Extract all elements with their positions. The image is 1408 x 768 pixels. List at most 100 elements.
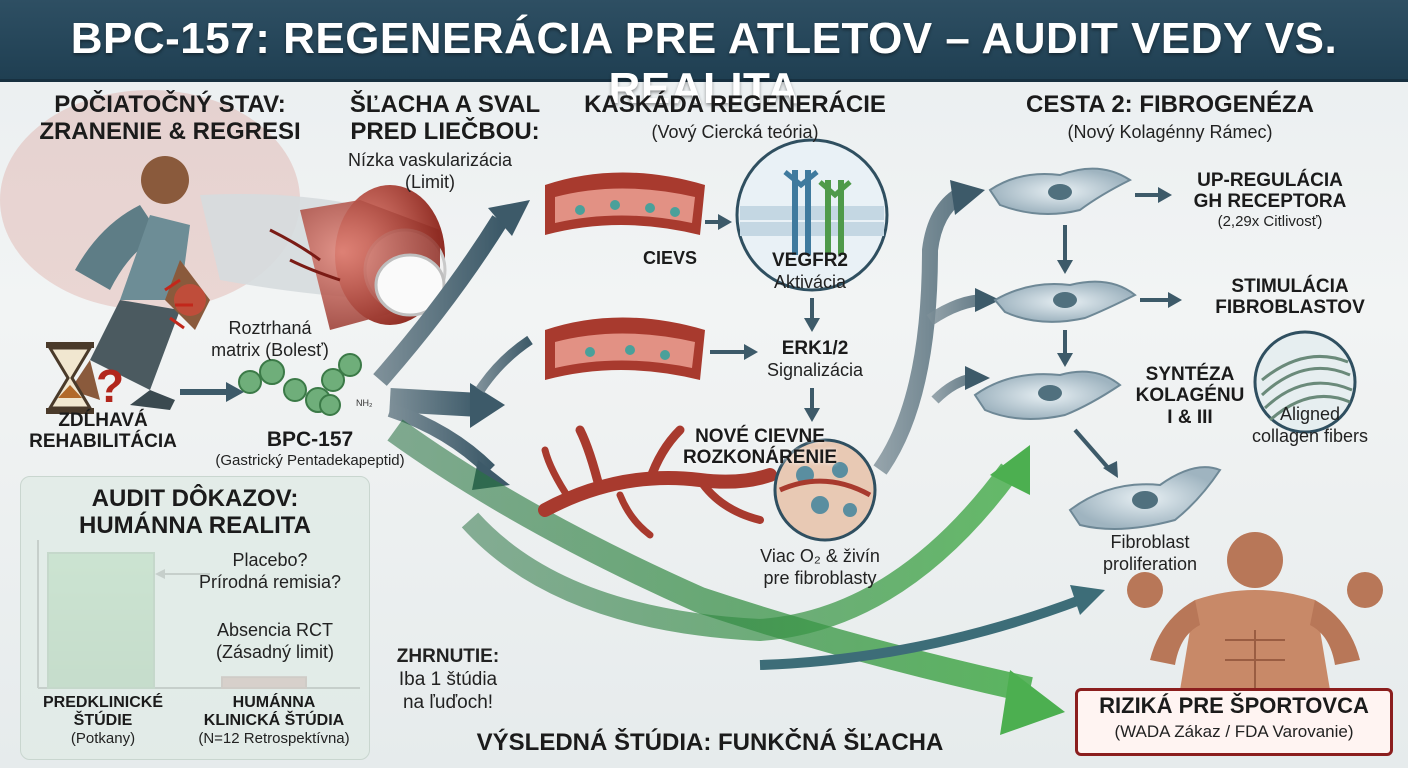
tendon-vascular-note: Nízka vaskularizácia (Limit)	[330, 150, 530, 193]
result-label: VÝSLEDNÁ ŠTÚDIA: FUNKČNÁ ŠĽACHA	[476, 729, 944, 756]
placebo-line-1: Placebo?	[232, 550, 308, 570]
torn-matrix-label: Roztrhaná matrix (Bolesť)	[180, 318, 360, 361]
aligned-fibers-label: Aligned collagen fibers	[1225, 404, 1395, 447]
up-line-3: (2,29x Citlivosť)	[1217, 212, 1323, 230]
cascade-subheading: (Vový Ciercká teória)	[651, 122, 819, 142]
fibroblast-cell-3	[973, 370, 1122, 420]
human-line-2: KLINICKÁ ŠTÚDIA	[203, 711, 345, 729]
syn-line-1: SYNTÉZA	[1145, 364, 1235, 385]
fibroblast-cell-4	[1068, 466, 1222, 530]
rehab-label: ZDĹHAVÁ REHABILITÁCIA	[8, 410, 198, 453]
prolif-line-2: proliferation	[1102, 553, 1198, 574]
proliferation-label: Fibroblast proliferation	[1065, 532, 1235, 575]
tendon-note-line-2: (Limit)	[405, 171, 455, 192]
initial-heading-line-2: ZRANENIE & REGRESI	[39, 117, 301, 145]
nh2-label: NH₂	[356, 398, 373, 408]
tendon-muscle-illustration	[200, 185, 447, 330]
tissue-magnifier	[773, 438, 877, 542]
summary-heading: ZHRNUTIE:	[396, 646, 500, 667]
audit-panel	[20, 476, 370, 760]
preclinical-line-3: (Potkany)	[70, 729, 136, 747]
receptor-label: VEGFR2	[771, 250, 849, 271]
arrow-to-vessel-1	[373, 215, 508, 386]
arrow-teal-to-prolif	[759, 595, 1082, 670]
human-line-3: (N=12 Retrospektívna)	[198, 729, 350, 747]
erk-sublabel: Signalizácia	[766, 360, 864, 380]
audit-heading-line-2: HUMÁNNA REALITA	[79, 511, 311, 539]
stim-line-1: STIMULÁCIA	[1231, 276, 1349, 297]
hourglass-icon	[46, 342, 94, 414]
audit-heading-line-1: AUDIT DÔKAZOV:	[91, 485, 299, 512]
injured-athlete-illustration	[70, 156, 210, 410]
preclinical-label: PREDKLINICKÉ ŠTÚDIE (Potkany)	[28, 694, 178, 748]
human-line-1: HUMÁNNA	[232, 694, 316, 711]
preclinical-line-1: PREDKLINICKÉ	[42, 694, 163, 711]
syn-line-2: KOLAGÉNU	[1135, 385, 1245, 407]
stim-line-2: FIBROBLASTOV	[1215, 297, 1365, 319]
oxygen-line-2: pre fibroblasty	[763, 567, 877, 588]
erk-label: ERK1/2	[781, 338, 849, 359]
new-vessels-label: NOVÉ CIEVNE ROZKONÁRENIE	[660, 426, 860, 469]
summary-block: ZHRNUTIE: Iba 1 štúdia na ľuďoch!	[378, 646, 518, 714]
gh-receptor-label: UP-REGULÁCIA GH RECEPTORA (2,29x Citlivo…	[1170, 170, 1370, 231]
fibroblast-cell-2	[993, 280, 1137, 323]
strong-athlete-illustration	[1127, 532, 1383, 690]
collagen-fibers-illustration	[1253, 330, 1357, 434]
arrow-to-vessel-2	[389, 388, 481, 417]
receptor-sublabel: Aktivácia	[773, 272, 847, 292]
fibroblast-cell-1	[988, 167, 1132, 215]
rct-line-1: Absencia RCT	[216, 620, 334, 640]
up-line-1: UP-REGULÁCIA	[1197, 170, 1343, 191]
torn-line-2: matrix (Bolesť)	[211, 339, 329, 360]
blood-vessel-middle	[545, 317, 705, 380]
rehab-line-1: ZDĹHAVÁ	[58, 410, 148, 431]
branching-vessels-illustration	[538, 425, 777, 539]
bpc157-molecule	[238, 353, 362, 416]
summary-line-1: Iba 1 štúdia	[398, 668, 498, 690]
stimulation-label: STIMULÁCIA FIBROBLASTOV	[1185, 276, 1395, 319]
rct-note: Absencia RCT (Zásadný limit)	[180, 620, 370, 663]
preclinical-line-2: ŠTÚDIE	[73, 711, 133, 729]
oxygen-note: Viac O₂ & živín pre fibroblasty	[735, 546, 905, 589]
collagen-synthesis-label: SYNTÉZA KOLAGÉNU I & III	[1120, 364, 1260, 428]
arrow-to-branching	[387, 403, 495, 475]
syn-line-3: I & III	[1167, 406, 1213, 428]
cascade-heading: KASKÁDA REGENERÁCIE	[584, 91, 886, 118]
blood-vessel-top	[545, 172, 705, 235]
fibro-subheading: (Nový Kolagénny Rámec)	[1067, 122, 1273, 142]
torn-line-1: Roztrhaná	[228, 318, 312, 338]
aligned-line-2: collagen fibers	[1251, 425, 1369, 446]
risk-subheading: (WADA Zákaz / FDA Varovanie)	[1114, 722, 1354, 741]
initial-heading: POČIATOČNÝ STAV: ZRANENIE & REGRESI	[20, 91, 320, 146]
new-vessels-line-2: ROZKONÁRENIE	[682, 447, 838, 469]
peptide-description: (Gastrický Pentadekapeptid)	[215, 452, 405, 469]
arrow-green-long-2	[461, 463, 1019, 642]
audit-heading: AUDIT DÔKAZOV: HUMÁNNA REALITA	[20, 485, 370, 540]
arrow-to-vessel-2b	[475, 335, 533, 393]
peptide-name: BPC-157	[266, 428, 354, 451]
page-title: BPC-157: REGENERÁCIA PRE ATLETOV – AUDIT…	[70, 14, 1338, 113]
summary-line-2: na ľuďoch!	[402, 691, 494, 713]
rct-line-2: (Zásadný limit)	[215, 641, 335, 662]
arrow-green-long-1	[387, 419, 1033, 703]
up-line-2: GH RECEPTORA	[1193, 191, 1347, 213]
risk-heading: RIZIKÁ PRE ŠPORTOVCA	[1099, 693, 1369, 718]
tendon-heading: ŠĽACHA A SVAL PRED LIEČBOU:	[325, 91, 565, 146]
rehab-line-2: REHABILITÁCIA	[29, 431, 177, 453]
question-mark-icon: ?	[96, 360, 124, 412]
vessel-label: CIEVS	[642, 248, 698, 268]
initial-heading-line-1: POČIATOČNÝ STAV:	[54, 91, 286, 118]
tendon-note-line-1: Nízka vaskularizácia	[347, 150, 513, 170]
prolif-line-1: Fibroblast	[1110, 532, 1190, 552]
vegfr2-receptor-illustration	[735, 138, 889, 292]
arrow-to-fibro-1	[873, 188, 965, 475]
risk-box	[1075, 688, 1393, 756]
placebo-line-2: Prírodná remisia?	[198, 571, 342, 592]
title-bar	[0, 0, 1408, 82]
oxygen-line-1: Viac O₂ & živín	[760, 546, 880, 566]
tendon-heading-line-1: ŠĽACHA A SVAL	[349, 91, 541, 118]
aligned-line-1: Aligned	[1279, 404, 1341, 424]
tendon-heading-line-2: PRED LIEČBOU:	[350, 117, 540, 145]
fibro-heading: CESTA 2: FIBROGENÉZA	[1025, 91, 1314, 118]
human-study-label: HUMÁNNA KLINICKÁ ŠTÚDIA (N=12 Retrospekt…	[176, 694, 372, 748]
